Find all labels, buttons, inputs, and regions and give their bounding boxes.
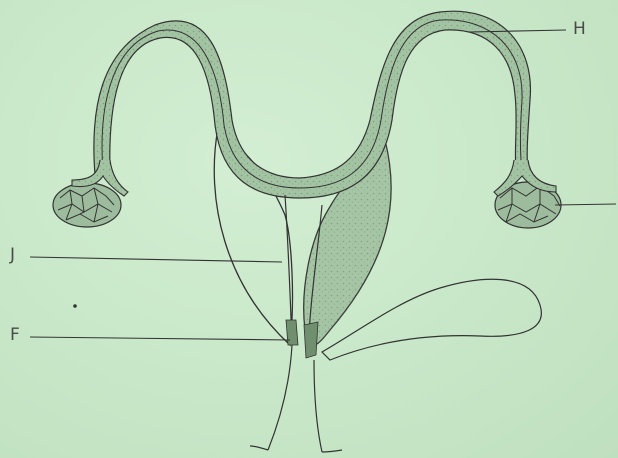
leader-f: [30, 337, 290, 340]
pedicel: [250, 345, 342, 452]
central-shade: [286, 320, 318, 358]
leader-j: [30, 257, 282, 262]
label-f: F: [10, 327, 20, 344]
label-h: H: [573, 21, 586, 38]
speck-dot: [73, 304, 77, 308]
style-tubes: [94, 11, 531, 198]
label-j: J: [10, 247, 15, 264]
left-stigma: [53, 183, 121, 227]
leader-stigma-right: [555, 204, 616, 205]
inner-canal: [102, 20, 522, 188]
